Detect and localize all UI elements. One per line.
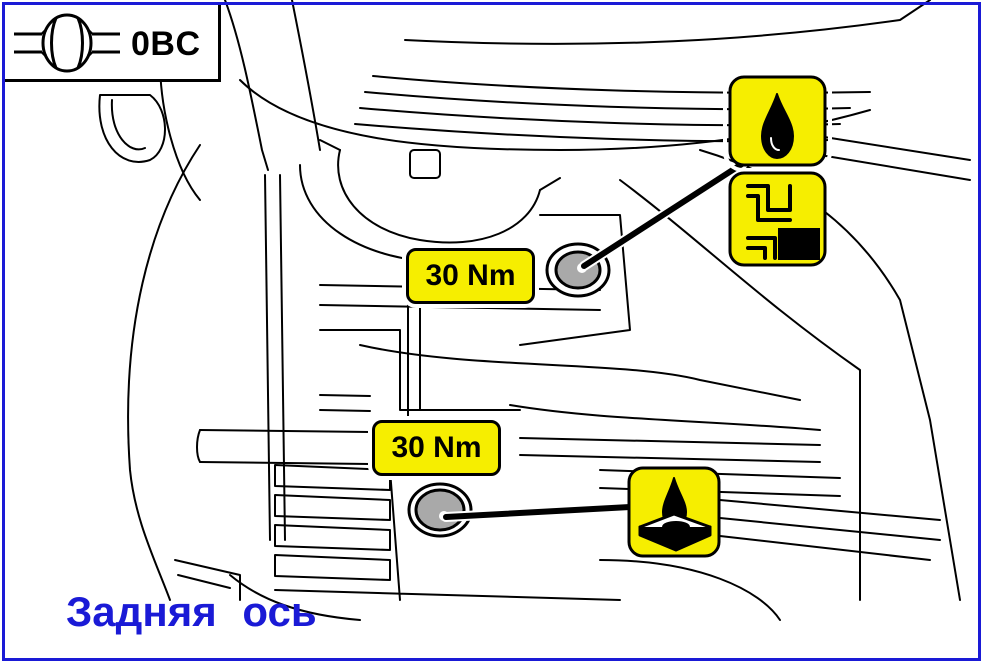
axle-icon <box>14 13 120 73</box>
drain-plug <box>407 482 473 538</box>
axle-code: 0BC <box>131 25 201 63</box>
oil-drain-icon <box>627 466 721 558</box>
torque-label-drain-plug: 30 Nm <box>372 420 501 476</box>
torque-label-filler-plug: 30 Nm <box>406 248 535 304</box>
leader-lines <box>441 157 750 522</box>
caption: Задняя ось <box>66 588 317 635</box>
fill-level-icon <box>728 171 827 267</box>
housing-outline <box>98 0 971 621</box>
axle-code-box: 0BC <box>4 4 221 82</box>
oil-drop-icon <box>723 70 832 172</box>
